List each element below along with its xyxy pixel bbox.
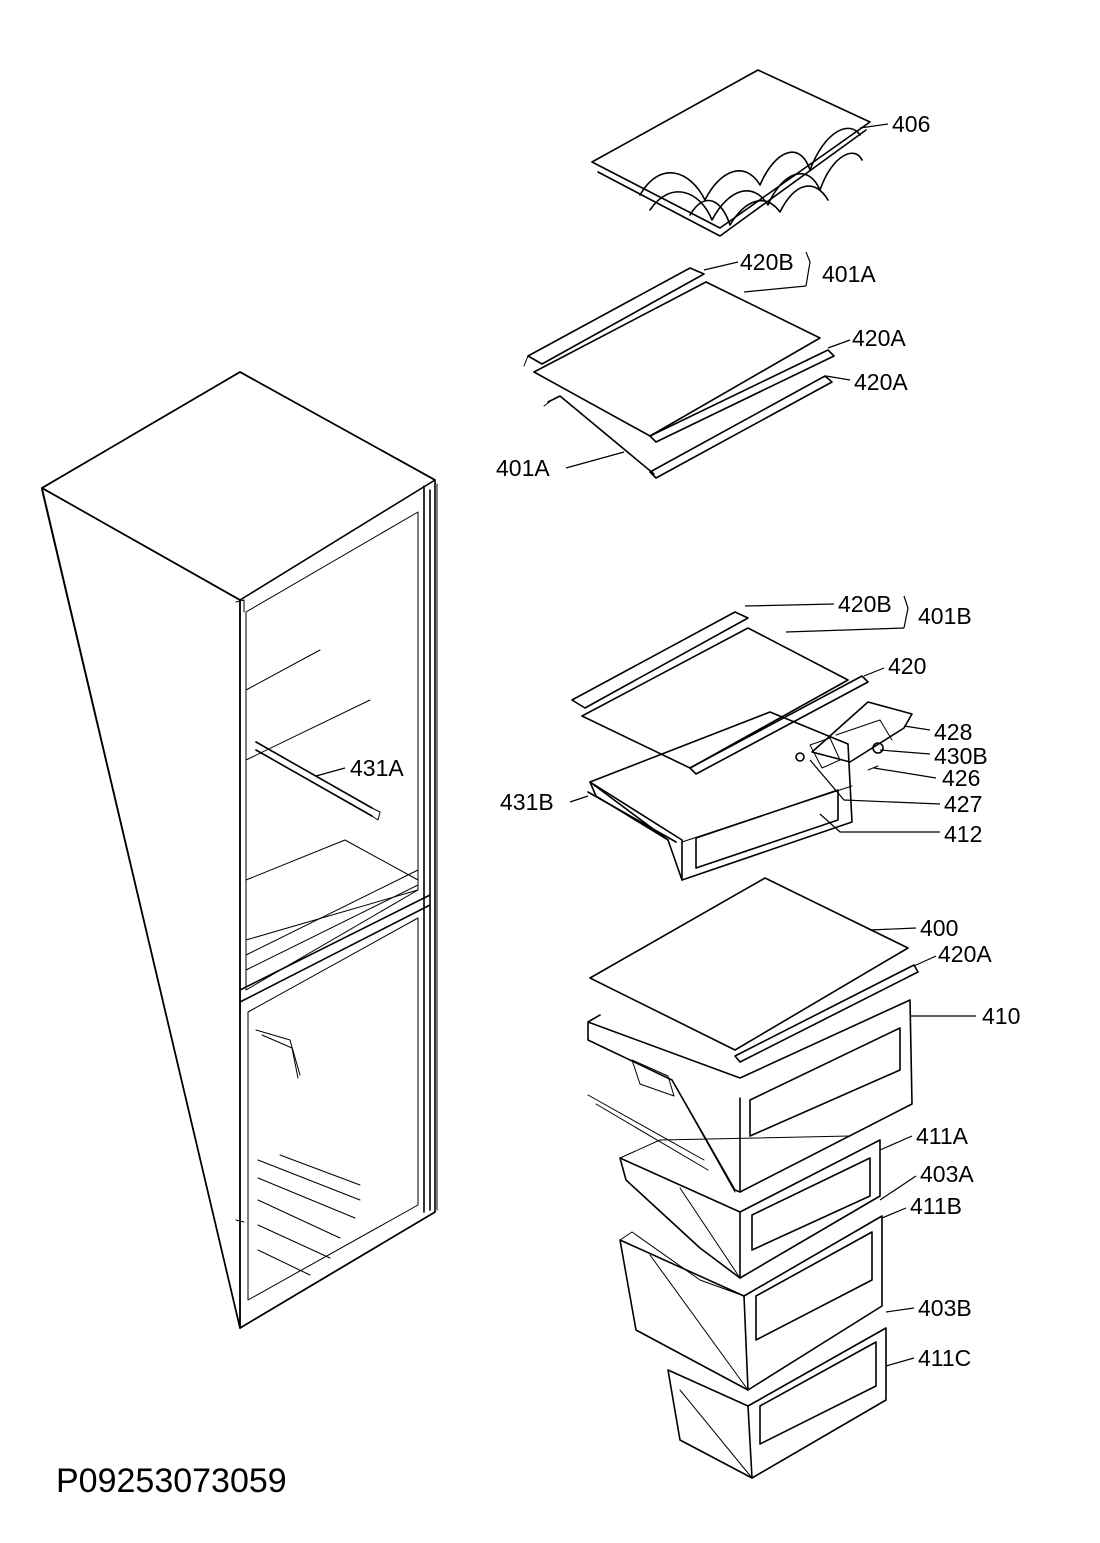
part-411C-drawer (667, 1327, 887, 1479)
label-406: 406 (892, 111, 930, 137)
label-427: 427 (944, 791, 982, 817)
part-401B-shelf-and-412-box (571, 611, 913, 881)
part-406-wine-rack (591, 69, 871, 237)
label-411A: 411A (916, 1123, 969, 1149)
part-401A-shelf-assembly (523, 267, 835, 479)
label-401B: 401B (918, 603, 972, 629)
label-400: 400 (920, 915, 958, 941)
label-431B: 431B (500, 789, 554, 815)
label-420A-2: 420A (854, 369, 908, 395)
label-411C: 411C (918, 1345, 971, 1371)
label-411B: 411B (910, 1193, 962, 1219)
part-411B-drawer (619, 1215, 883, 1391)
label-401A-low: 401A (496, 455, 550, 481)
label-420: 420 (888, 653, 926, 679)
label-412: 412 (944, 821, 982, 847)
leader-lines (315, 123, 976, 1367)
label-431A: 431A (350, 755, 404, 781)
label-420A-3: 420A (938, 941, 992, 967)
label-401A-brace: 401A (822, 261, 876, 287)
drawing-code: P09253073059 (56, 1462, 287, 1500)
label-420B-mid: 420B (838, 591, 892, 617)
label-410: 410 (982, 1003, 1020, 1029)
part-labels: 406 420B 401A 420A 420A 401A 431A 420B 4… (350, 111, 1020, 1371)
label-403A: 403A (920, 1161, 974, 1187)
part-400-cover-410-drawer (587, 877, 919, 1193)
label-420A-1: 420A (852, 325, 906, 351)
label-426: 426 (942, 765, 980, 791)
label-428: 428 (934, 719, 972, 745)
label-403B: 403B (918, 1295, 972, 1321)
label-420B-top: 420B (740, 249, 794, 275)
refrigerator-cabinet (41, 371, 438, 1329)
label-430B: 430B (934, 743, 988, 769)
part-411A-drawer (619, 1135, 881, 1279)
